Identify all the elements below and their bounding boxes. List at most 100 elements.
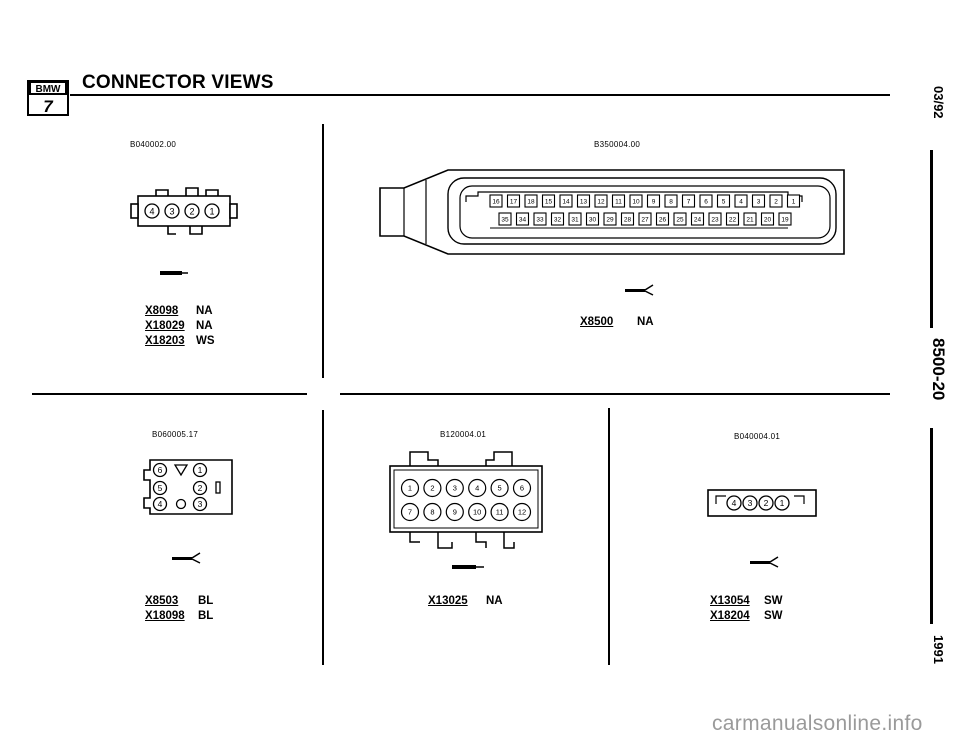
pin-cell xyxy=(498,212,512,226)
pin-label: 7 xyxy=(687,198,691,205)
pin-label: 2 xyxy=(430,484,434,493)
connector-code: X13054 xyxy=(710,595,750,607)
pin-cell xyxy=(568,212,582,226)
horizontal-divider-right xyxy=(340,393,890,395)
pin-cell xyxy=(786,194,801,208)
pin-label: 26 xyxy=(659,216,667,223)
sidebar-line-1 xyxy=(930,150,933,328)
pin-cell xyxy=(445,502,464,522)
pin-label: 21 xyxy=(746,216,754,223)
pin-label: 3 xyxy=(748,498,753,508)
plug-symbol-icon xyxy=(625,284,654,296)
logo-series: 7 xyxy=(43,97,54,116)
connector-3-diagram: 6 1 5 2 4 3 xyxy=(143,459,233,515)
vertical-divider-top xyxy=(322,124,324,378)
pin-cell xyxy=(490,502,509,522)
pin-label: 1 xyxy=(209,207,214,217)
connector-color: SW xyxy=(764,610,783,622)
pin-label: 6 xyxy=(520,484,524,493)
pin-label: 1 xyxy=(792,198,796,205)
pin-cell xyxy=(506,194,521,208)
sidebar-date: 03/92 xyxy=(931,86,946,119)
pin-label: 20 xyxy=(764,216,772,223)
connector-3-ref: B060005.17 xyxy=(152,430,199,439)
pin-label: 2 xyxy=(189,207,194,217)
connector-color: BL xyxy=(198,595,214,607)
pin-label: 8 xyxy=(430,508,434,517)
page-title: CONNECTOR VIEWS xyxy=(82,72,274,93)
pin-label: 22 xyxy=(729,216,737,223)
pin-cell xyxy=(734,194,748,208)
pin-label: 6 xyxy=(158,465,163,475)
pin-label: 19 xyxy=(781,216,789,223)
connector-color: NA xyxy=(196,320,213,332)
connector-code: X13025 xyxy=(428,595,468,607)
connector-code: X8500 xyxy=(580,316,614,328)
connector-color: NA xyxy=(637,316,654,328)
bmw-7-logo-icon: BMW 7 xyxy=(27,80,69,116)
pin-label: 29 xyxy=(606,216,614,223)
pin-label: 8 xyxy=(669,198,673,205)
pin-label: 4 xyxy=(158,499,163,509)
pin-label: 10 xyxy=(473,508,481,517)
connector-color: NA xyxy=(486,595,503,607)
pin-label: 25 xyxy=(676,216,684,223)
pin-cell xyxy=(655,212,670,226)
pin-cell xyxy=(611,194,626,208)
pin-label: 2 xyxy=(764,498,769,508)
connector-1-diagram: 4 3 2 1 xyxy=(130,187,238,235)
pin-cell xyxy=(594,194,608,208)
pin-label: 9 xyxy=(652,198,656,205)
pin-label: 5 xyxy=(498,484,502,493)
pin-label: 16 xyxy=(492,198,500,205)
header-rule xyxy=(70,94,890,96)
connector-color: SW xyxy=(764,595,783,607)
pin-label: 17 xyxy=(510,198,518,205)
pin-cell xyxy=(725,212,740,226)
pin-cell xyxy=(743,212,757,226)
pin-label: 5 xyxy=(158,483,163,493)
pin-label: 10 xyxy=(632,198,640,205)
pin-cell xyxy=(400,502,420,522)
pin-cell xyxy=(515,212,530,226)
pin-label: 7 xyxy=(408,508,412,517)
pin-label: 23 xyxy=(711,216,719,223)
watermark-text: carmanualsonline.info xyxy=(712,712,923,735)
pin-cell xyxy=(423,502,442,522)
pin-label: 32 xyxy=(554,216,562,223)
pin-cell xyxy=(646,194,661,208)
pin-label: 9 xyxy=(453,508,457,517)
pin-label: 11 xyxy=(615,198,622,205)
pin-label: 33 xyxy=(536,216,544,223)
pin-label: 1 xyxy=(198,465,203,475)
pin-label: 1 xyxy=(780,498,785,508)
pin-cell xyxy=(690,212,705,226)
sidebar-line-2 xyxy=(930,428,933,624)
pin-label: 4 xyxy=(739,198,743,205)
pin-cell xyxy=(512,478,532,498)
logo-text: BMW xyxy=(36,84,62,95)
pin-cell xyxy=(489,194,503,208)
pin-cell xyxy=(468,502,487,522)
connector-5-ref: B040004.01 xyxy=(734,432,781,441)
connector-code: X18204 xyxy=(710,610,750,622)
pin-label: 3 xyxy=(198,499,203,509)
pin-label: 35 xyxy=(501,216,509,223)
connector-color: WS xyxy=(196,335,215,347)
pin-cell xyxy=(559,194,573,208)
pin-label: 6 xyxy=(704,198,708,205)
pin-label: 12 xyxy=(518,508,526,517)
pin-cell xyxy=(576,194,591,208)
pin-cell xyxy=(769,194,783,208)
pin-label: 34 xyxy=(519,216,527,223)
pin-label: 24 xyxy=(694,216,702,223)
pin-cell xyxy=(512,502,532,522)
pin-cell xyxy=(445,478,464,498)
pin-label: 3 xyxy=(169,207,174,217)
sidebar-section: 8500-20 xyxy=(929,338,948,401)
pin-cell xyxy=(673,212,687,226)
pin-label: 11 xyxy=(496,508,504,517)
connector-code: X8098 xyxy=(145,305,179,317)
